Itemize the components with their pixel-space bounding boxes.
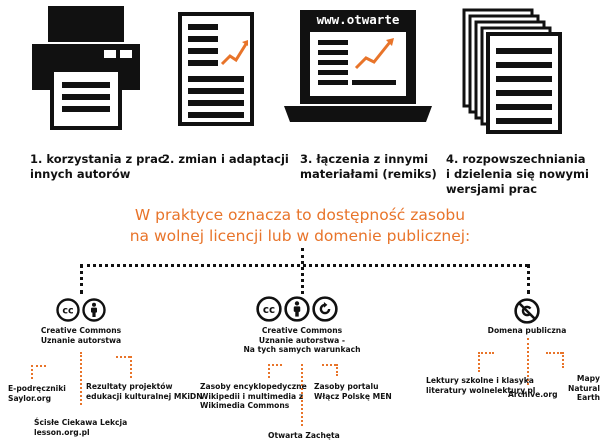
example-by-1: E-podręczniki Saylor.org <box>8 384 66 403</box>
license-by-label: Creative Commons Uznanie autorstwa <box>40 326 122 345</box>
example-pd-1: Lektury szkolne i klasyka literatury wol… <box>426 376 536 395</box>
connector-by-sa-right <box>322 364 336 366</box>
share-alike-icon <box>312 296 338 322</box>
printer-icon <box>32 6 140 130</box>
connector-by-sa-center <box>301 364 303 426</box>
connector-by-sa-left <box>268 364 270 378</box>
connector-pd-right <box>562 352 564 368</box>
example-by-3: Ścisłe Ciekawa Lekcja lesson.org.pl <box>34 418 128 437</box>
connector-by-sa-right <box>336 364 338 376</box>
connector-pd-left <box>478 352 480 372</box>
connector-pd-center <box>527 338 529 385</box>
attribution-icon <box>284 296 310 322</box>
connector-by-left <box>31 365 46 367</box>
step-2-label: 2. zmian i adaptacji <box>162 152 289 166</box>
tree-horizontal-connector <box>80 264 528 267</box>
cc-icon: cc <box>56 298 80 322</box>
headline: W praktyce oznacza to dostępność zasobu … <box>129 206 471 245</box>
tree-connector-right <box>527 264 530 294</box>
public-domain-icon <box>514 298 540 324</box>
tree-connector-left <box>80 264 83 294</box>
connector-by-right <box>130 356 132 378</box>
example-by-2: Rezultaty projektów edukacji kulturalnej… <box>86 382 203 401</box>
example-pd-2: Mapy Natural Earth <box>568 374 600 402</box>
example-by-sa-2: Zasoby portalu Włącz Polskę MEN <box>314 382 392 401</box>
document-stack-icon <box>462 8 562 134</box>
step-1-label: 1. korzystania z prac innych autorów <box>30 152 165 181</box>
laptop-url: www.otwarte <box>316 12 400 27</box>
example-pd-3: Archive.org <box>508 390 558 399</box>
connector-by-center <box>80 352 82 405</box>
license-pd-label: Domena publiczna <box>487 326 567 335</box>
svg-text:cc: cc <box>62 306 73 317</box>
example-by-sa-1: Zasoby encyklopedyczne Wikipedii i multi… <box>200 382 307 410</box>
attribution-icon <box>82 298 106 322</box>
tree-connector-center <box>301 248 304 294</box>
laptop-icon <box>284 10 432 122</box>
connector-by-left <box>31 365 33 379</box>
connector-pd-left <box>478 352 494 354</box>
connector-pd-right <box>546 352 562 354</box>
step-4-label: 4. rozpowszechniania i dzielenia się now… <box>446 152 589 196</box>
connector-by-right <box>116 356 130 358</box>
license-by-sa-label: Creative Commons Uznanie autorstwa - Na … <box>243 326 361 354</box>
svg-text:cc: cc <box>263 304 275 316</box>
example-by-sa-3: Otwarta Zachęta <box>268 431 340 440</box>
step-3-label: 3. łączenia z innymi materiałami (remiks… <box>300 152 437 181</box>
document-chart-icon <box>178 12 254 126</box>
cc-icon: cc <box>256 296 282 322</box>
connector-by-sa-left <box>268 364 282 366</box>
